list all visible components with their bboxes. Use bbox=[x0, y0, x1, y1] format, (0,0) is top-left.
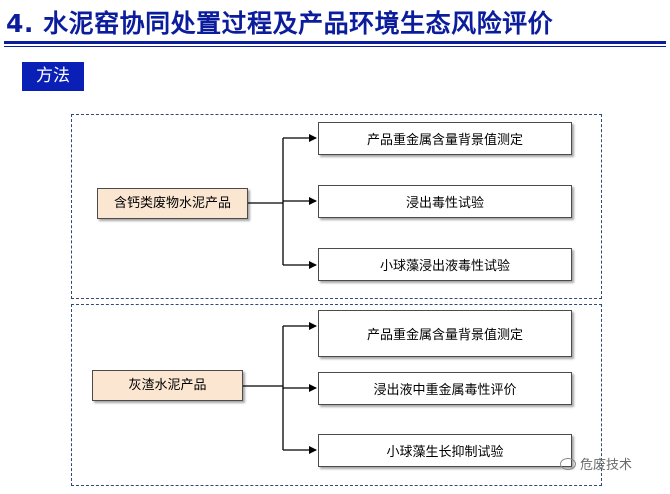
target-label: 产品重金属含量背景值测定 bbox=[366, 133, 523, 148]
target-label: 浸出毒性试验 bbox=[405, 196, 484, 211]
title-underline bbox=[4, 41, 666, 44]
page-title: 4. 水泥窑协同处置过程及产品环境生态风险评价 bbox=[6, 9, 554, 38]
wechat-icon bbox=[560, 457, 576, 470]
target-box-chlorella-leachate-toxicity: 小球藻浸出液毒性试验 bbox=[318, 248, 572, 281]
connectors-group-2 bbox=[243, 322, 317, 454]
connectors-group-1 bbox=[248, 134, 317, 269]
target-box-leachate-heavy-metal-toxicity: 浸出液中重金属毒性评价 bbox=[318, 372, 572, 405]
target-box-leaching-toxicity: 浸出毒性试验 bbox=[318, 185, 572, 218]
title-underline-thin bbox=[4, 46, 666, 47]
target-label: 小球藻生长抑制试验 bbox=[386, 445, 504, 460]
group-ash-slag bbox=[71, 304, 602, 486]
method-badge: 方法 bbox=[22, 62, 84, 91]
target-label: 浸出液中重金属毒性评价 bbox=[373, 383, 517, 398]
target-box-heavy-metal-background-2: 产品重金属含量背景值测定 bbox=[318, 310, 572, 357]
target-box-heavy-metal-background: 产品重金属含量背景值测定 bbox=[318, 122, 572, 155]
source-box-calcium-waste-cement: 含钙类废物水泥产品 bbox=[97, 188, 248, 219]
watermark-text: 危废技术 bbox=[580, 458, 633, 473]
watermark: 危废技术 bbox=[560, 454, 632, 473]
target-label: 产品重金属含量背景值测定 bbox=[366, 328, 523, 343]
source-box-ash-slag-cement: 灰渣水泥产品 bbox=[92, 370, 243, 401]
group-calcium-waste bbox=[71, 114, 602, 299]
target-label: 小球藻浸出液毒性试验 bbox=[379, 259, 510, 274]
target-box-chlorella-growth-inhibition: 小球藻生长抑制试验 bbox=[318, 434, 572, 467]
